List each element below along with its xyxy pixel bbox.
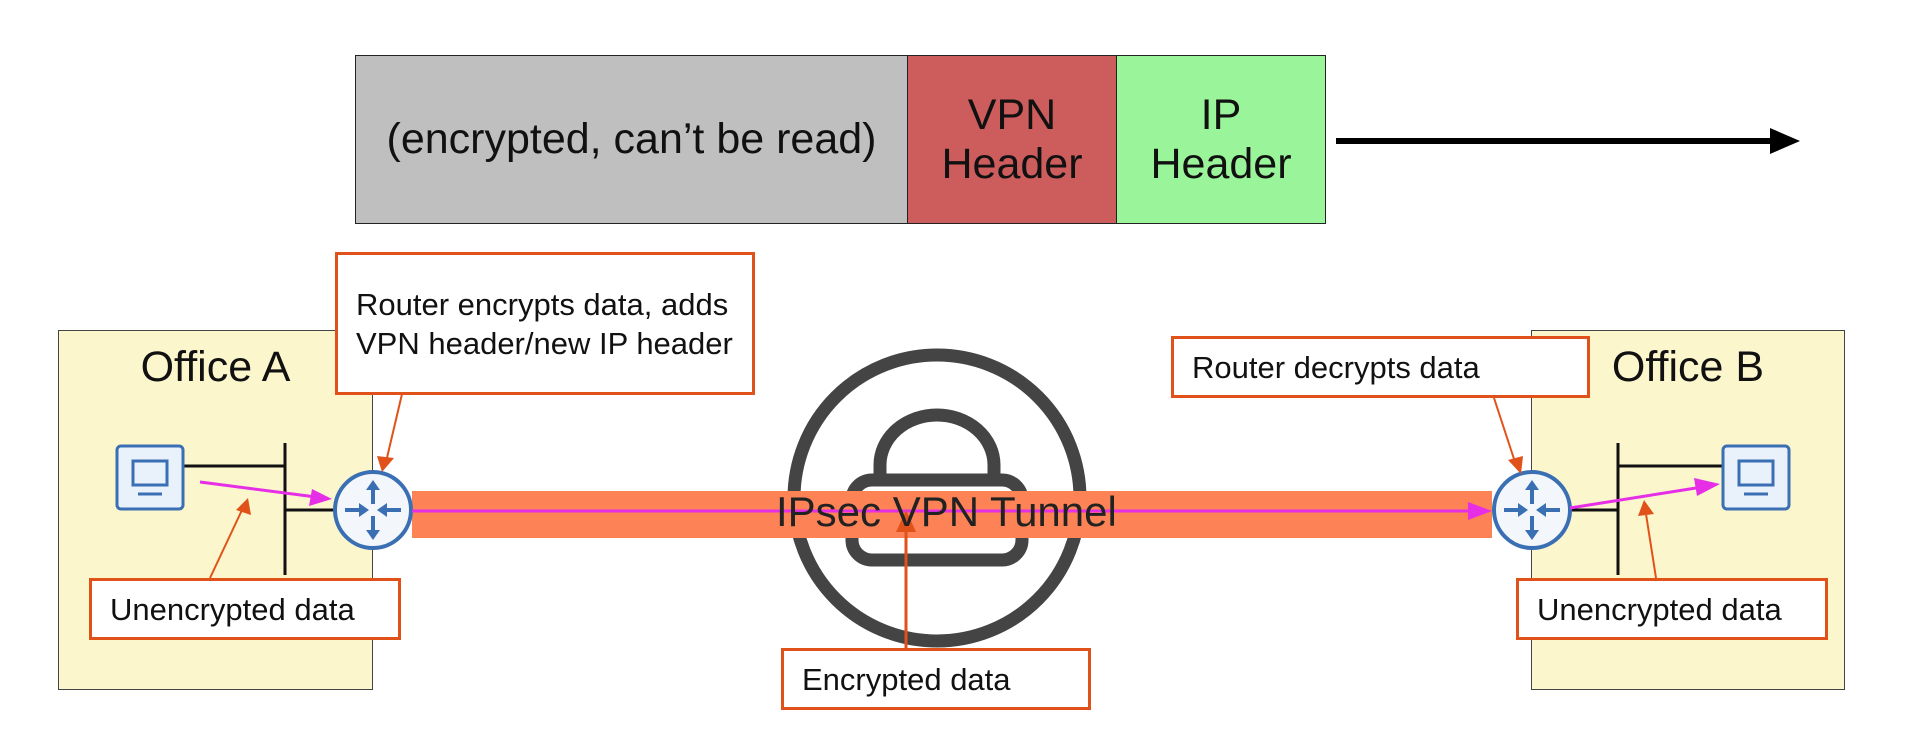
unencrypted-b-text: Unencrypted data [1537,591,1782,627]
office-a-title: Office A [140,343,291,391]
ip-header-segment: IP Header [1116,55,1326,224]
unencrypted-a-text: Unencrypted data [110,591,355,627]
payload-label: (encrypted, can’t be read) [386,115,877,163]
pc-icon [115,444,185,511]
router-encrypts-text: Router encrypts data, adds VPN header/ne… [356,286,733,361]
router-encrypts-callout: Router encrypts data, adds VPN header/ne… [335,252,755,395]
office-b-title: Office B [1611,343,1765,391]
router-icon [1492,470,1572,550]
encrypted-data-callout: Encrypted data [781,648,1091,710]
router-icon [333,470,413,550]
pc-icon [1721,444,1791,511]
data-flow-arrows [199,478,1720,520]
encrypted-payload-segment: (encrypted, can’t be read) [355,55,908,224]
unencrypted-a-callout: Unencrypted data [89,578,401,640]
encrypted-data-text: Encrypted data [802,661,1011,697]
arrow-right-icon [1336,128,1800,154]
lan-lines-b [1570,443,1722,575]
router-decrypts-callout: Router decrypts data [1171,336,1590,398]
vpn-tunnel-bar [412,491,1492,538]
vpn-header-segment: VPN Header [907,55,1117,224]
tunnel-label: IPsec VPN Tunnel [776,488,1117,535]
vpn-header-label: VPN Header [941,90,1083,188]
router-decrypts-text: Router decrypts data [1192,349,1480,385]
unencrypted-b-callout: Unencrypted data [1516,578,1828,640]
lan-lines-a [184,443,335,575]
callout-pointers [209,393,1657,648]
ip-header-label: IP Header [1150,90,1292,188]
